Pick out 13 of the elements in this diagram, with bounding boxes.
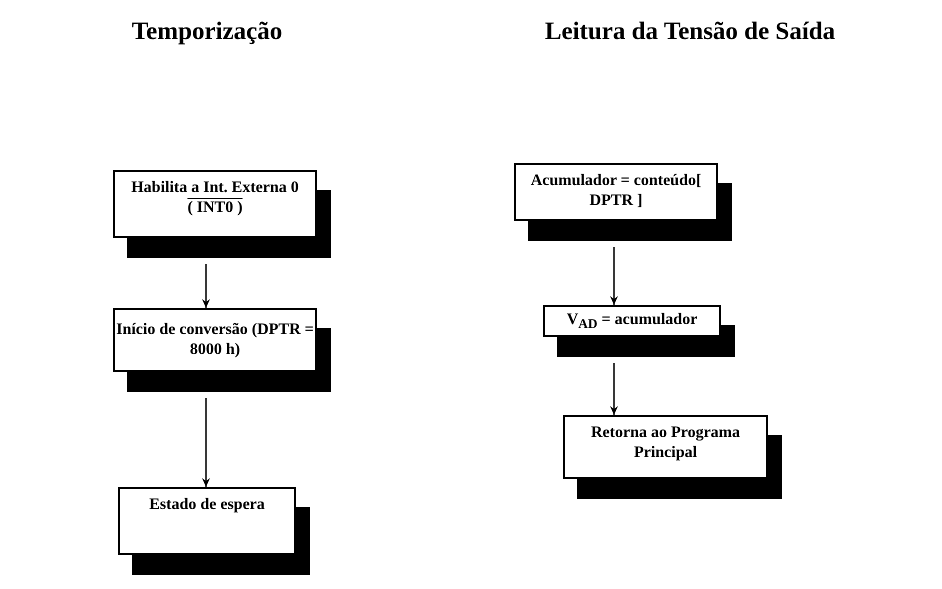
section-heading: Leitura da Tensão de Saída xyxy=(544,18,836,46)
box-text: Acumulador = conteúdo[ DPTR ] xyxy=(530,171,702,211)
box-text: Estado de espera xyxy=(149,495,265,515)
arrow xyxy=(610,363,618,415)
arrow xyxy=(202,264,210,308)
box-text: V$_{AD}$ = acumulador xyxy=(566,310,698,332)
box-text: ( INT0 ) xyxy=(187,198,243,218)
section-heading: Temporização xyxy=(132,18,282,46)
box-text: Habilita a Int. Externa 0 xyxy=(131,178,299,198)
arrow xyxy=(610,247,618,305)
arrow xyxy=(202,398,210,487)
box-text: Início de conversão (DPTR = 8000 h) xyxy=(115,320,315,360)
box-text: Retorna ao Programa Principal xyxy=(590,423,741,463)
